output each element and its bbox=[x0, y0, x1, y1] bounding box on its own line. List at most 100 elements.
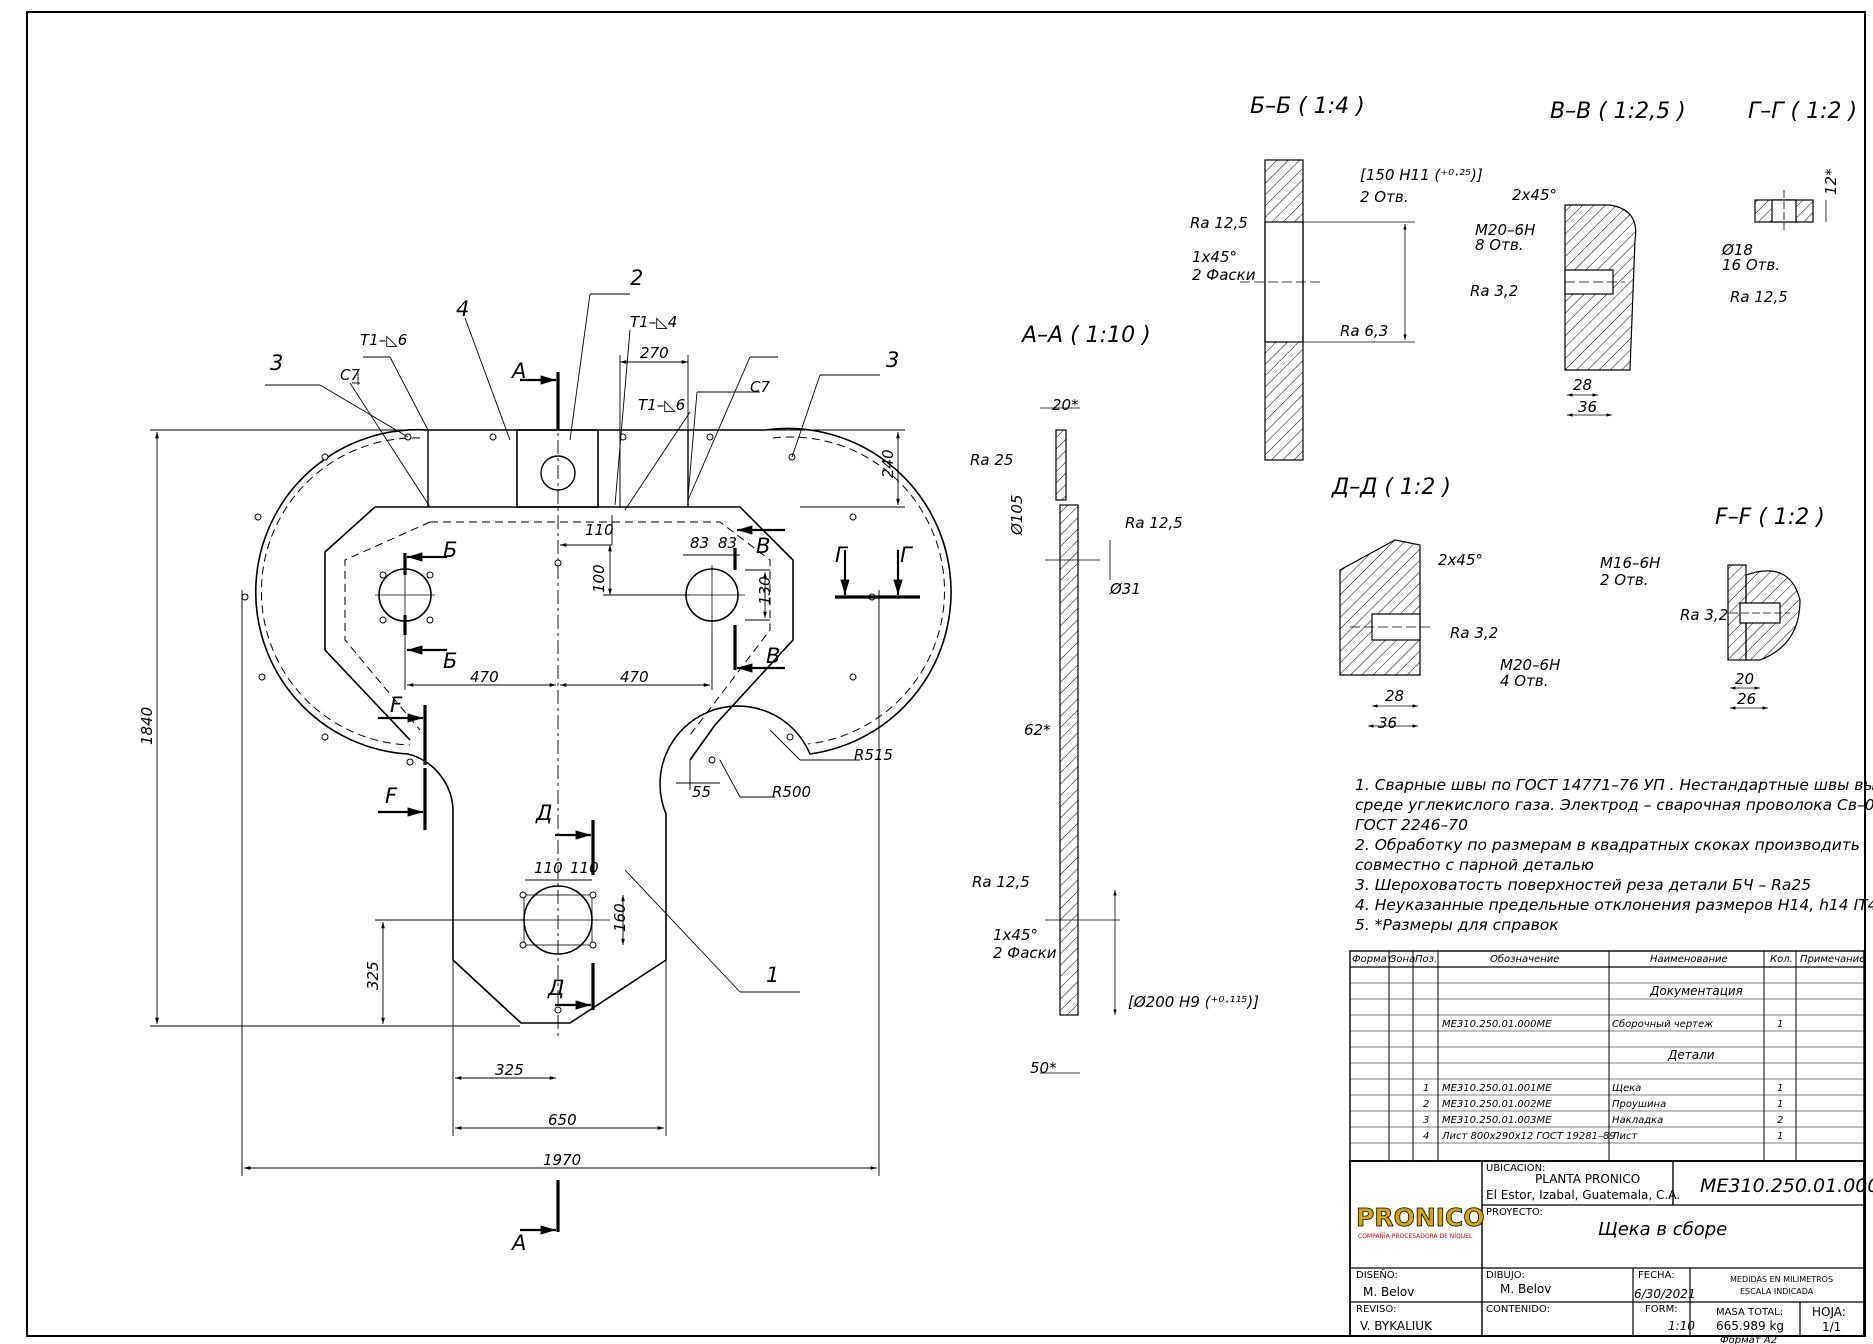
dd-dim-36: 36 bbox=[1378, 714, 1397, 732]
col-header: Поз. bbox=[1415, 954, 1437, 965]
dd-ra32: Ra 3,2 bbox=[1450, 624, 1498, 642]
dim-55: 55 bbox=[692, 783, 711, 801]
dim-1840 bbox=[150, 429, 520, 1027]
bb-ra125: Ra 12,5 bbox=[1190, 214, 1248, 232]
vv-thread: M20–6H bbox=[1475, 221, 1535, 239]
part-designation: Лист 800х290х12 ГОСТ 19281–89 bbox=[1441, 1131, 1616, 1142]
vv-chamfer: 2x45° bbox=[1512, 186, 1557, 204]
aa-chamfer-count: 2 Фаски bbox=[993, 944, 1057, 962]
aa-d105: Ø105 bbox=[1008, 495, 1026, 536]
note-line: ГОСТ 2246–70 bbox=[1355, 816, 1468, 834]
form-value: 1:10 bbox=[1668, 1319, 1695, 1333]
main-view-labels: 3 3 4 2 1 А А Б Б В В Г Г F F Д Д Т1–◺6 … bbox=[138, 266, 914, 1255]
weld-c7-left: С7 bbox=[340, 366, 360, 384]
part-designation: ME310.250.01.002ME bbox=[1442, 1099, 1552, 1110]
cut-b-top: Б bbox=[443, 538, 457, 562]
title-block-text: PRONICO COMPAÑÍA PROCESADORA DE NÍQUEL U… bbox=[1356, 1163, 1873, 1344]
dim-110-100 bbox=[560, 515, 690, 596]
pos-1: 1 bbox=[766, 963, 779, 987]
ff-thread-count: 2 Отв. bbox=[1600, 571, 1648, 589]
pos-3-right: 3 bbox=[886, 348, 899, 372]
cut-f-top: F bbox=[390, 693, 403, 717]
weld-t1-mid: Т1–◺6 bbox=[638, 396, 685, 414]
gg-dim-12: 12* bbox=[1822, 168, 1840, 195]
project-title: Щека в сборе bbox=[1598, 1219, 1727, 1240]
weld-t1-top: Т1–◺4 bbox=[630, 313, 677, 331]
cut-f-bottom: F bbox=[385, 784, 398, 808]
section-dd: Д–Д ( 1:2 ) 2x45° Ra 3,2 M20–6H 4 Отв. 2… bbox=[1331, 475, 1560, 732]
section-aa: А–А ( 1:10 ) 20* Ra 25 Ø105 Ra 12,5 Ø31 … bbox=[970, 323, 1259, 1077]
section-gg-title: Г–Г ( 1:2 ) bbox=[1748, 99, 1857, 124]
aa-chamfer: 1x45° bbox=[993, 926, 1038, 944]
aa-ra25: Ra 25 bbox=[970, 451, 1013, 469]
pos-4: 4 bbox=[456, 297, 469, 321]
dibujo-value: M. Belov bbox=[1500, 1282, 1551, 1296]
note-line: среде углекислого газа. Электрод – сваро… bbox=[1355, 796, 1873, 814]
form-label: FORM: bbox=[1645, 1304, 1678, 1315]
ubicacion-label: UBICACION: bbox=[1486, 1163, 1545, 1174]
bb-ra63: Ra 6,3 bbox=[1340, 322, 1388, 340]
col-header: Формат bbox=[1352, 954, 1394, 965]
note-line: 5. *Размеры для справок bbox=[1355, 916, 1559, 934]
bb-hole-count: 2 Отв. bbox=[1360, 188, 1408, 206]
dim-470 bbox=[404, 625, 713, 690]
part-pos: 1 bbox=[1423, 1083, 1429, 1094]
fecha-label: FECHA: bbox=[1638, 1270, 1675, 1281]
masa-label: MASA TOTAL: bbox=[1716, 1307, 1783, 1318]
cheek-inner-dashed bbox=[260, 437, 421, 746]
dim-1840: 1840 bbox=[138, 707, 156, 745]
dim-470b: 470 bbox=[620, 668, 649, 686]
note-line: совместно с парной деталью bbox=[1355, 856, 1594, 874]
cut-marks bbox=[403, 372, 920, 1232]
part-qty: 1 bbox=[1777, 1131, 1783, 1142]
aa-ra125-bot: Ra 12,5 bbox=[972, 873, 1030, 891]
col-header: Зона bbox=[1390, 954, 1415, 965]
cut-b-bottom: Б bbox=[443, 649, 457, 673]
cut-d-top: Д bbox=[535, 801, 552, 825]
dim-470a: 470 bbox=[470, 668, 499, 686]
section-ff-title: F–F ( 1:2 ) bbox=[1715, 505, 1825, 530]
section-vv: В–В ( 1:2,5 ) 2x45° M20–6H 8 Отв. Ra 3,2… bbox=[1470, 99, 1686, 417]
weld-t1-left: Т1–◺6 bbox=[360, 331, 407, 349]
dim-325-v: 325 bbox=[364, 961, 382, 990]
sheet-frame bbox=[26, 11, 1866, 1337]
vv-dim-28: 28 bbox=[1573, 376, 1592, 394]
part-designation: ME310.250.01.003ME bbox=[1442, 1115, 1552, 1126]
spec-table bbox=[1349, 950, 1865, 1162]
proyecto-label: PROYECTO: bbox=[1486, 1207, 1543, 1218]
cheek-outline bbox=[254, 427, 952, 1024]
note-line: 2. Обработку по размерам в квадратных ск… bbox=[1355, 836, 1860, 854]
cut-d-bottom: Д bbox=[547, 976, 564, 1000]
dd-dim-28: 28 bbox=[1385, 687, 1404, 705]
aa-ra125-top: Ra 12,5 bbox=[1125, 514, 1183, 532]
doc-name: Сборочный чертеж bbox=[1612, 1018, 1713, 1030]
section-docs: Документация bbox=[1649, 984, 1743, 998]
diseno-label: DISEÑO: bbox=[1356, 1268, 1398, 1281]
aa-dim-62: 62* bbox=[1024, 721, 1051, 739]
part-pos: 2 bbox=[1423, 1099, 1429, 1110]
aa-d200: [Ø200 H9 (⁺⁰·¹¹⁵)] bbox=[1128, 993, 1259, 1011]
dd-thread-count: 4 Отв. bbox=[1500, 672, 1548, 690]
dim-240 bbox=[760, 429, 905, 508]
part-name: Щека bbox=[1612, 1083, 1641, 1094]
gg-ra125: Ra 12,5 bbox=[1730, 288, 1788, 306]
ubicacion-line2: El Estor, Izabal, Guatemala, C.A. bbox=[1486, 1188, 1680, 1202]
bb-chamfer-count: 2 Фаски bbox=[1192, 266, 1256, 284]
aa-dim-20: 20* bbox=[1052, 396, 1079, 414]
pos-2: 2 bbox=[630, 266, 643, 290]
lug-pos2 bbox=[516, 429, 599, 508]
aa-dim-50: 50* bbox=[1030, 1059, 1057, 1077]
ff-dim-20: 20 bbox=[1735, 670, 1754, 688]
spec-table-text: Формат Зона Поз. Обозначение Наименовани… bbox=[1352, 953, 1865, 1142]
technical-notes: 1. Сварные швы по ГОСТ 14771–76 УП . Нес… bbox=[1355, 776, 1873, 934]
dim-650 bbox=[452, 960, 667, 1136]
title-block bbox=[1349, 1160, 1865, 1337]
contenido-label: CONTENIDO: bbox=[1486, 1304, 1550, 1315]
gg-hole-count: 16 Отв. bbox=[1722, 256, 1780, 274]
section-bb-title: Б–Б ( 1:4 ) bbox=[1250, 94, 1365, 119]
fecha-value: 6/30/2021 bbox=[1634, 1287, 1696, 1301]
aa-d31: Ø31 bbox=[1109, 580, 1141, 598]
dim-270: 270 bbox=[640, 344, 669, 362]
section-aa-title: А–А ( 1:10 ) bbox=[1020, 323, 1151, 348]
